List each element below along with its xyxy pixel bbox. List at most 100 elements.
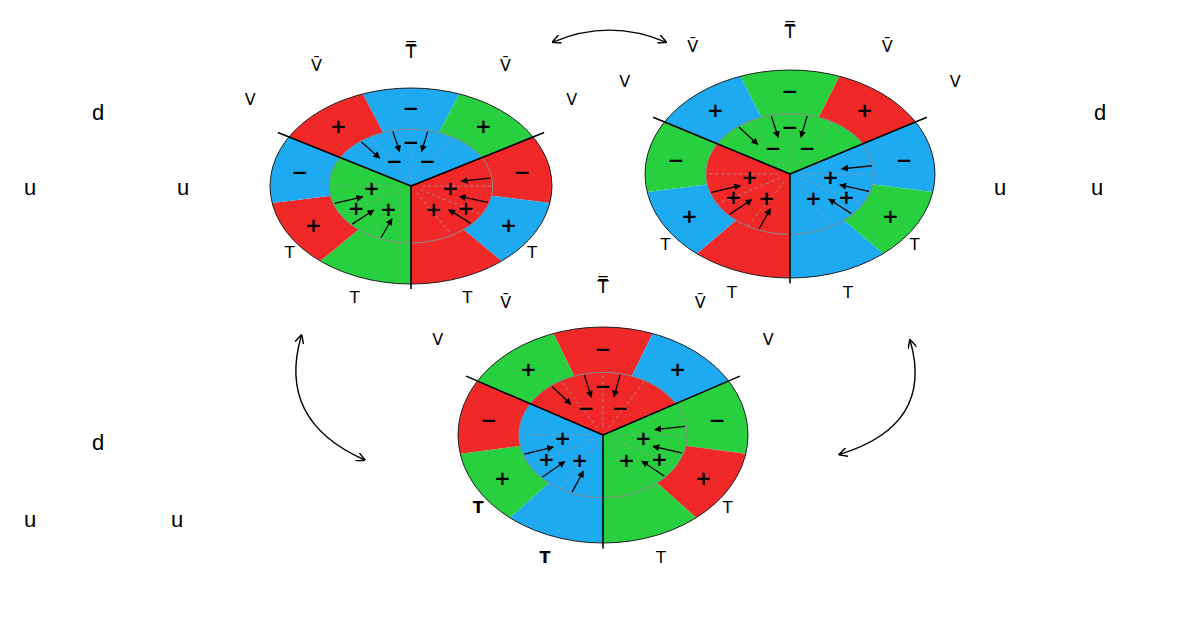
charge-label: V̄ [687,38,698,57]
quark-color-wheel: −+−++−+−−−++++++ [458,327,748,543]
charge-sign: − [403,132,420,152]
charge-label: V̄ [500,294,511,313]
charge-sign: − [612,398,629,418]
charge-sign: − [386,151,403,171]
faint-radial-line [609,381,645,428]
sector-divider [411,133,544,186]
charge-label: T̿ [406,41,417,63]
inward-arrow [771,116,778,137]
inward-arrow [614,375,620,397]
charge-sign: + [538,449,555,469]
charge-sign: + [805,188,822,208]
inward-arrow [584,375,591,397]
quark-label: u [1091,175,1103,201]
charge-sign: + [695,468,712,488]
charge-sign: − [419,151,436,171]
quark-label: d [92,100,104,126]
faint-radial-line [370,137,405,179]
charge-label: T [527,243,537,262]
charge-label: V̄ [882,38,893,57]
charge-sign: − [896,150,913,170]
sector-divider [653,117,790,174]
charge-sign: − [595,339,612,359]
sector-divider [466,376,603,435]
charge-sign: + [651,449,668,469]
charge-sign: + [758,188,775,208]
charge-sign: + [882,206,899,226]
charge-sign: + [681,206,698,226]
charge-label: T [350,288,360,307]
charge-sign: − [514,162,531,182]
charge-sign: + [669,359,686,379]
charge-sign: + [741,167,758,187]
inward-arrow [422,131,428,151]
quark-label: u [171,507,183,533]
quark-label: u [177,175,189,201]
charge-label: T [463,288,473,307]
charge-label: T [727,283,737,302]
inward-arrow [842,166,872,169]
inward-arrow [759,209,770,229]
faint-radial-line [561,442,597,489]
charge-sign: + [442,178,459,198]
charge-label: V [245,90,256,109]
inward-arrow [381,219,392,238]
charge-sign: − [667,150,684,170]
charge-sign: + [500,215,517,235]
charge-label: T̿ [785,21,796,43]
faint-radial-line [748,181,784,226]
sector-divider [603,376,740,435]
inward-arrow [801,116,807,137]
charge-label: T [723,499,733,518]
charge-sign: − [595,376,612,396]
charge-sign: + [520,359,537,379]
sector-divider [789,174,791,283]
charge-label: V̄ [500,57,511,76]
charge-sign: − [292,162,309,182]
inward-arrow [572,471,583,492]
charge-label: T [285,243,295,262]
charge-label: V [619,73,630,92]
color-wheel-drawing [645,70,935,278]
transition-arrow [553,30,666,42]
quark-label: u [24,175,36,201]
charge-label: T [910,235,920,254]
sector-divider [410,186,412,289]
quark-color-wheel: −+−++−+−−−++++++ [645,70,935,278]
charge-sign: − [403,98,420,118]
charge-label: T [473,499,484,518]
faint-radial-line [796,122,832,167]
charge-sign: − [764,138,781,158]
charge-sign: + [475,116,492,136]
charge-sign: + [725,187,742,207]
sector-divider [790,117,927,174]
sector-divider [602,435,604,548]
inward-arrow [362,142,380,158]
charge-label: V̄ [311,57,322,76]
charge-sign: − [577,398,594,418]
charge-sign: + [554,428,571,448]
inward-arrow [552,386,571,404]
inward-arrow [739,127,758,144]
charge-sign: − [709,410,726,430]
charge-sign: + [822,167,839,187]
quark-color-wheel: −+−++−+−−−++++++ [270,88,552,284]
faint-radial-line [748,122,784,167]
charge-sign: + [348,198,365,218]
inward-arrow [393,132,400,152]
faint-radial-line [417,193,452,235]
faint-radial-line [370,193,405,235]
charge-label: V [763,330,774,349]
charge-label: V̄ [695,294,706,313]
quark-label: d [1094,100,1106,126]
transition-arrow [296,335,365,460]
charge-label: T [540,549,551,568]
charge-sign: + [330,116,347,136]
charge-sign: − [782,81,799,101]
charge-sign: + [458,198,475,218]
charge-sign: + [380,199,397,219]
color-wheel-drawing [458,327,748,543]
charge-label: V [566,90,577,109]
inward-arrow [461,178,490,181]
